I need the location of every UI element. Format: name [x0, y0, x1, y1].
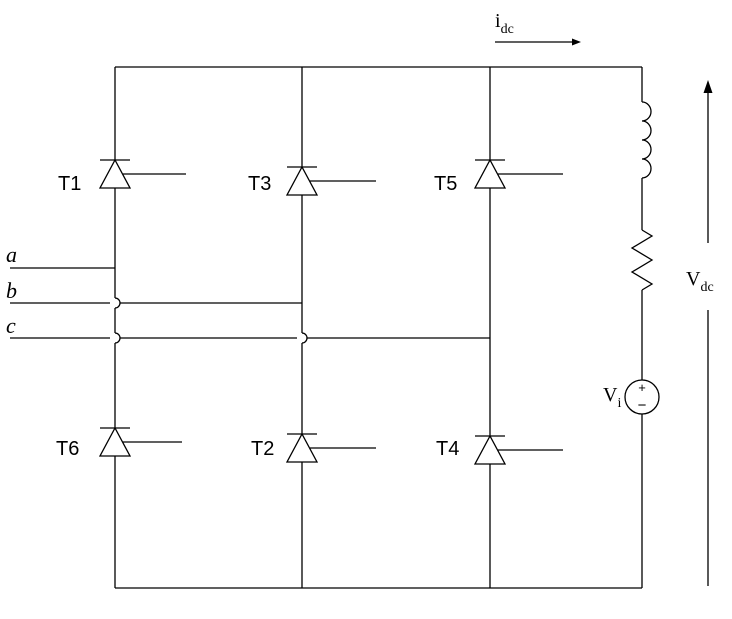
label-t2: T2 [251, 438, 274, 460]
label-phase-a: a [6, 242, 17, 267]
thyristor-t2-symbol [285, 432, 376, 463]
label-vdc: Vdc [686, 268, 714, 295]
label-t4: T4 [436, 438, 459, 460]
label-t5: T5 [434, 173, 457, 195]
thyristor-t4-symbol [473, 434, 563, 465]
leg-b [301, 67, 308, 588]
dc-load-branch [624, 67, 660, 588]
label-phase-c: c [6, 313, 16, 338]
thyristor-t6-symbol [98, 426, 182, 457]
label-idc: idc [495, 10, 514, 37]
resistor-symbol [630, 229, 654, 291]
thyristor-t3-symbol [285, 165, 376, 196]
thyristor-t1-symbol [98, 158, 186, 189]
source-plus-sign: + [638, 380, 646, 395]
label-vi: Vi [603, 384, 621, 411]
source-minus-sign: − [638, 397, 647, 414]
inductor-symbol [641, 101, 652, 179]
label-t3: T3 [248, 173, 271, 195]
label-t6: T6 [56, 438, 79, 460]
thyristor-t5-symbol [473, 158, 563, 189]
label-phase-b: b [6, 278, 17, 303]
idc-arrow-head [572, 38, 581, 46]
vdc-arrow-head [703, 80, 713, 93]
leg-a [114, 67, 121, 588]
label-t1: T1 [58, 173, 81, 195]
